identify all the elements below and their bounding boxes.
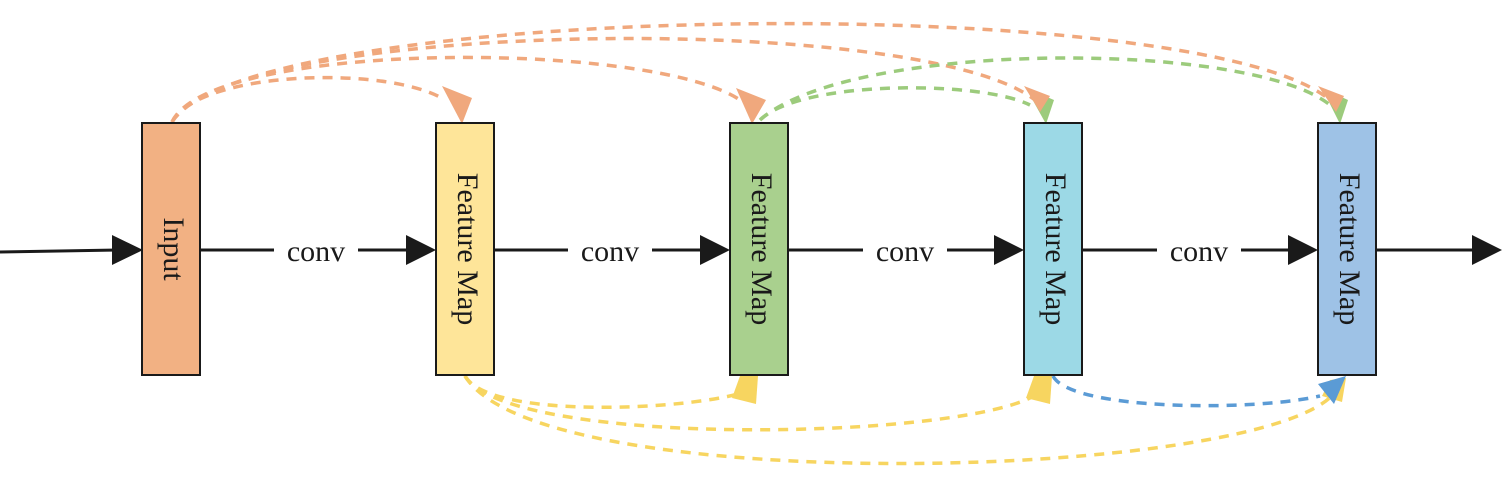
conv-label-4: conv: [1170, 235, 1228, 268]
block-input: Input: [141, 122, 201, 376]
block-feature-map-2: Feature Map: [729, 122, 789, 376]
skip-fm3-to-fm4: [1051, 375, 1321, 408]
feature-map-3-block: [1023, 122, 1083, 376]
skip-fm2-to-fm3: [758, 86, 1031, 122]
skip-arrowhead-fm1: [442, 86, 472, 124]
skip-arrowhead-blue-fm4: [1318, 376, 1346, 404]
skip-connections-fm3: [1051, 375, 1321, 408]
skip-arrowhead-yellow-fm2: [732, 376, 758, 404]
block-feature-map-4: Feature Map: [1317, 122, 1377, 376]
skip-arrowheads-fm2: [1026, 88, 1348, 124]
skip-input-to-fm2: [170, 55, 741, 123]
conv-label-1: conv: [287, 235, 345, 268]
block-feature-map-1: Feature Map: [435, 122, 495, 376]
skip-connections-fm1: [463, 375, 1337, 466]
feature-map-4-block: [1317, 122, 1377, 376]
edge-arrow-head-1: [406, 235, 436, 265]
feature-map-3-label: Feature Map: [1039, 173, 1072, 325]
skip-connections-fm2: [758, 56, 1332, 122]
skip-input-to-fm4: [170, 21, 1332, 123]
edge-arrow-head-4: [1288, 235, 1318, 265]
skip-arrowheads-fm1: [732, 376, 1346, 404]
skip-arrowhead-fm4-orange: [1318, 86, 1344, 112]
conv-labels: conv conv conv conv: [274, 232, 1241, 268]
block-feature-map-3: Feature Map: [1023, 122, 1083, 376]
feature-map-2-block: [729, 122, 789, 376]
edge-arrow-head-2: [700, 235, 730, 265]
input-block: [141, 122, 201, 376]
input-arrow-head: [112, 235, 143, 265]
feature-map-4-label: Feature Map: [1333, 173, 1366, 325]
skip-fm1-to-fm2: [463, 375, 746, 409]
input-label: Input: [157, 217, 190, 281]
feature-map-1-block: [435, 122, 495, 376]
skip-connections-input: [170, 21, 1332, 123]
skip-input-to-fm1: [170, 75, 446, 123]
skip-fm1-to-fm3: [463, 375, 1042, 432]
output-arrow-head: [1472, 235, 1502, 265]
skip-arrowhead-fm2: [736, 88, 766, 124]
skip-fm2-to-fm4: [758, 56, 1332, 122]
feature-map-2-label: Feature Map: [745, 173, 778, 325]
conv-label-3: conv: [876, 235, 934, 268]
input-arrow-line: [0, 248, 119, 254]
conv-label-2: conv: [581, 235, 639, 268]
skip-arrowhead-fm3-orange: [1024, 86, 1050, 112]
feature-map-1-label: Feature Map: [451, 173, 484, 325]
skip-arrowhead-yellow-fm3: [1026, 376, 1052, 404]
skip-arrowheads-input: [442, 86, 766, 124]
edge-arrow-head-3: [994, 235, 1024, 265]
skip-fm1-to-fm4: [463, 375, 1337, 466]
skip-input-to-fm3: [170, 36, 1037, 123]
